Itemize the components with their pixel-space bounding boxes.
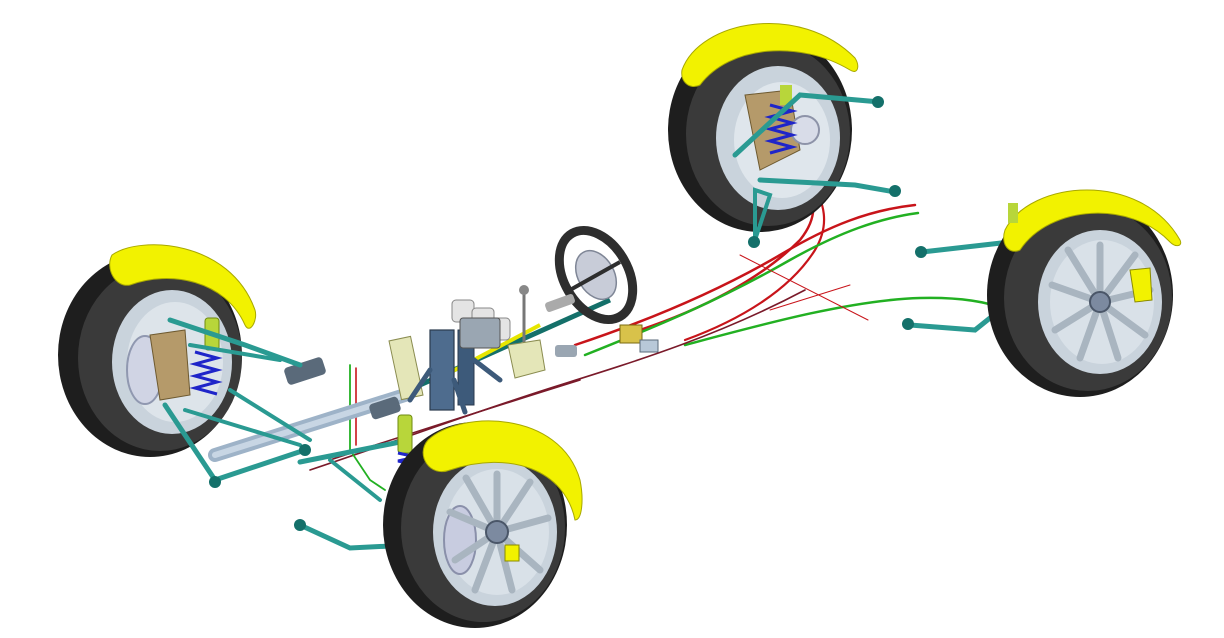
rear-right-hub [1089, 291, 1111, 313]
front-left-wheel [58, 244, 312, 488]
cable-red-thin [739, 254, 869, 321]
rear-left-tire [668, 28, 852, 232]
front-right-caliper [504, 544, 520, 562]
steering-wheel [554, 225, 638, 325]
front-right-fender [422, 420, 583, 521]
rear-left-wheel [668, 22, 901, 248]
handbrake [545, 294, 577, 357]
master-cylinders [451, 299, 511, 349]
rear-left-spring [764, 85, 798, 155]
rear-left-fender [681, 22, 859, 87]
front-right-hub [485, 520, 509, 544]
front-left-brake [126, 329, 191, 405]
pedal-box [388, 285, 577, 415]
brake-line-green-rear [683, 296, 1007, 347]
rear-right-damper [1008, 203, 1018, 223]
gear-lever [507, 285, 546, 379]
rear-right-wheel [902, 189, 1182, 397]
front-left-fender [109, 244, 257, 329]
steering-rack [208, 357, 412, 462]
brake-line-red-main [573, 203, 917, 347]
rear-right-fender [1003, 189, 1182, 252]
front-right-wheel [294, 414, 583, 628]
cable-red-thin-2 [769, 284, 851, 311]
steering-column-bracket [619, 324, 659, 353]
rear-left-arms [732, 92, 901, 248]
brake-line-green-main [583, 211, 920, 357]
front-left-arms [162, 317, 312, 488]
rear-right-caliper [1129, 267, 1153, 303]
